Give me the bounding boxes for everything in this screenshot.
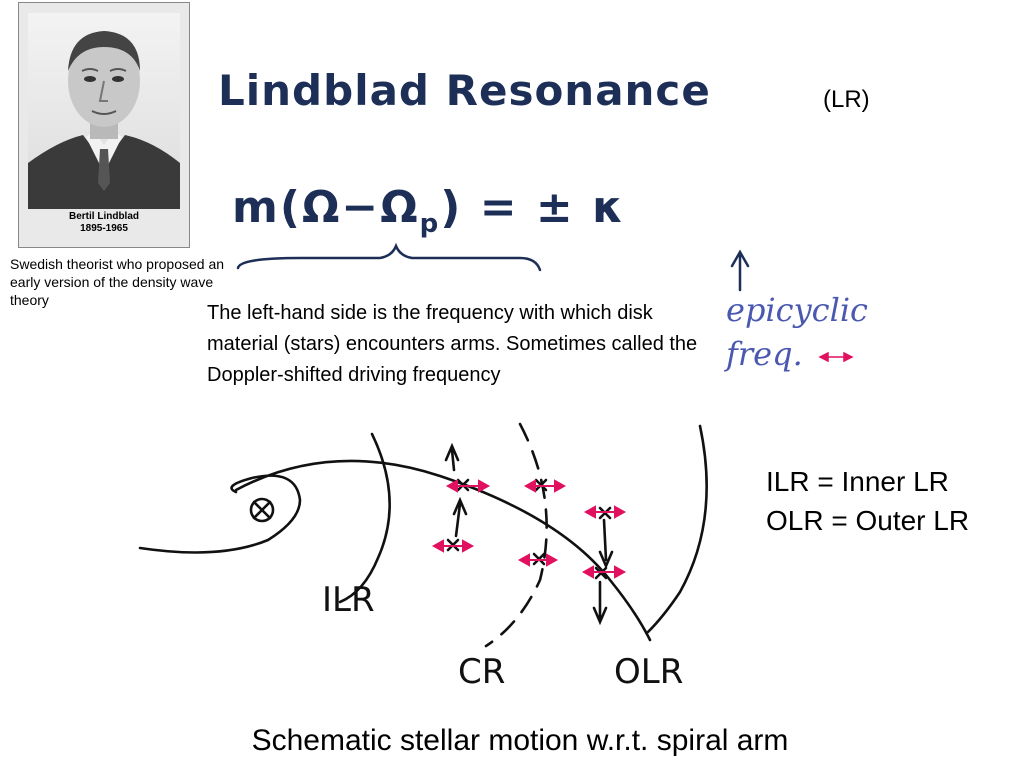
explanation-text: The left-hand side is the frequency with…: [207, 302, 698, 386]
portrait-description: Swedish theorist who proposed an early v…: [10, 256, 225, 308]
portrait-name: Bertil Lindblad: [69, 211, 139, 222]
star-arrow-down-2: [592, 580, 608, 626]
epicyclic-line2: freq.: [726, 335, 803, 373]
formula-subscript: p: [419, 208, 441, 239]
epicyclic-note: epicyclic freq.: [726, 288, 868, 376]
resonance-formula: m(Ω−Ωp) = ± κ: [232, 182, 625, 239]
olr-label: OLR: [614, 652, 684, 692]
handwritten-title: Lindblad Resonance: [218, 66, 711, 115]
legend-olr: OLR = Outer LR: [766, 505, 970, 536]
epicycle-arrow: [517, 553, 559, 567]
epicycle-arrow: [581, 565, 627, 579]
person-silhouette-icon: [28, 31, 180, 209]
ilr-label: ILR: [322, 580, 375, 620]
epicycle-arrow: [445, 479, 491, 493]
slide-caption: Schematic stellar motion w.r.t. spiral a…: [251, 724, 789, 757]
legend-ilr: ILR = Inner LR: [766, 466, 949, 497]
kappa-up-arrow: [730, 249, 750, 292]
ilr-circle: [338, 432, 391, 604]
formula-brace: [236, 242, 542, 272]
formula-lhs: m(Ω−Ω: [232, 182, 420, 233]
cr-circle: [484, 422, 548, 648]
formula-rhs: ) = ± κ: [440, 182, 626, 233]
portrait-years: 1895-1965: [80, 223, 128, 234]
epicycle-arrow: [583, 505, 627, 519]
epicyclic-line1: epicyclic: [726, 291, 868, 329]
epicycle-arrow: [431, 539, 475, 553]
olr-circle: [646, 424, 708, 634]
star-arrow-up-2: [452, 496, 468, 538]
spiral-arm-curve: [138, 459, 652, 642]
portrait-photo: Bertil Lindblad 1895-1965: [18, 2, 190, 248]
galactic-center-icon: [249, 497, 275, 523]
resonance-legend: ILR = Inner LR OLR = Outer LR: [766, 462, 969, 540]
cr-label: CR: [458, 652, 506, 692]
star-arrow-up-1: [444, 442, 460, 472]
star-arrow-down-1: [598, 518, 614, 570]
title-abbreviation: (LR): [823, 86, 870, 113]
portrait-caption: Bertil Lindblad 1895-1965: [19, 211, 189, 235]
epicycle-arrow: [523, 479, 567, 493]
portrait-image: [28, 13, 180, 209]
